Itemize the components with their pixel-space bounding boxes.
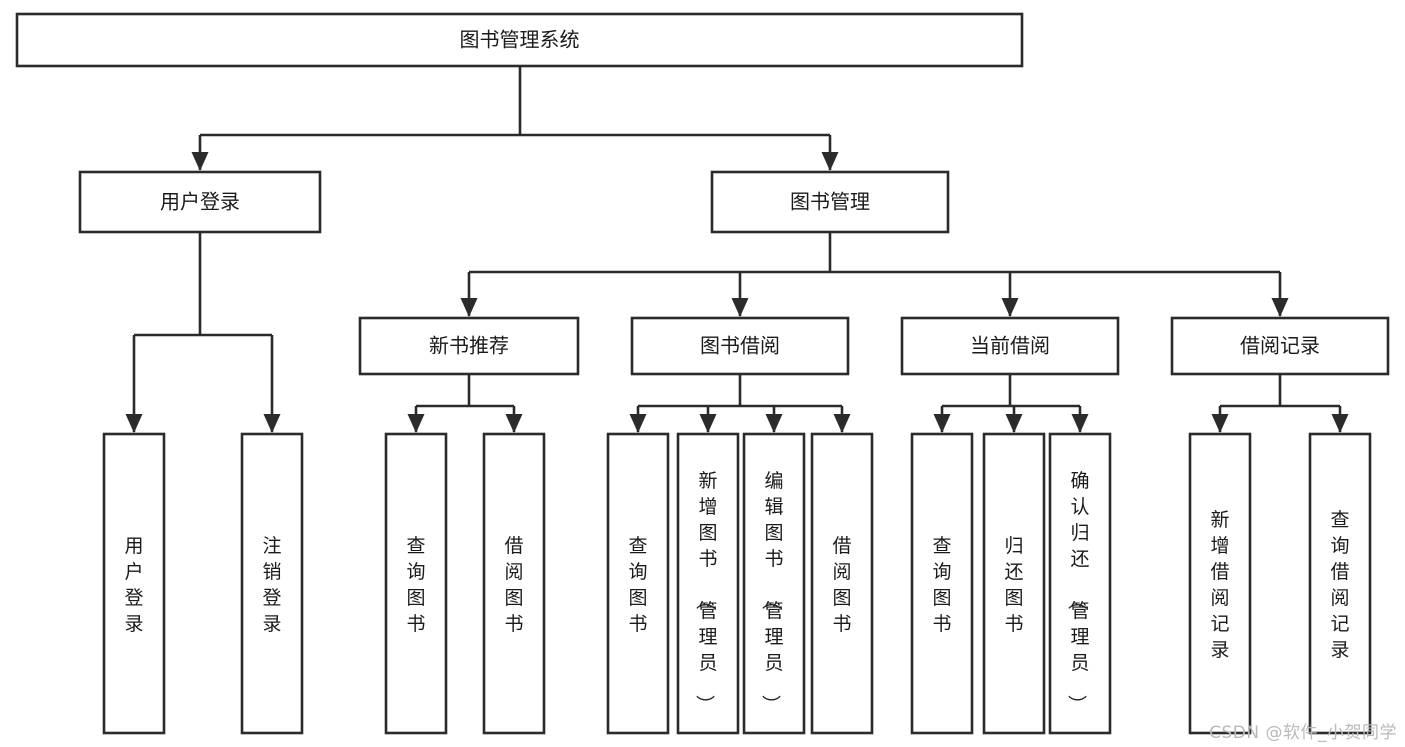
arrow-head-l2-1 [821,152,839,171]
node-box [1308,432,1372,735]
node-l3-2-当前借阅[interactable]: 当前借阅 [900,316,1120,376]
node-label: 当前借阅 [970,334,1050,358]
node-label: 新增借阅记录 [1210,509,1229,661]
node-leaf-4-查询图书[interactable]: 查询图书 [606,432,670,735]
node-l2-0-用户登录[interactable]: 用户登录 [78,170,322,234]
node-label: 新增图书（管理员） [693,470,717,714]
node-leaf-0-用户登录[interactable]: 用户登录 [102,432,166,735]
node-box [910,432,974,735]
node-label: 新书推荐 [429,334,509,358]
watermark-label: CSDN @软件_小贺同学 [1209,723,1397,743]
arrow-head-l3-3 [1271,298,1289,317]
arrow-head-leaf-2-1 [1005,414,1023,433]
node-box [900,316,1120,376]
node-box [742,432,806,735]
node-box [240,432,304,735]
connector-layer [125,66,1349,433]
node-box [384,432,448,735]
node-l2-1-图书管理[interactable]: 图书管理 [710,170,950,234]
node-leaf-9-归还图书[interactable]: 归还图书 [982,432,1046,735]
node-box [676,432,740,735]
node-label: 查询借阅记录 [1330,509,1349,661]
node-label: 注销登录 [262,535,281,635]
node-leaf-8-查询图书[interactable]: 查询图书 [910,432,974,735]
node-label: 查询图书 [406,535,425,635]
node-label: 用户登录 [160,190,240,214]
node-leaf-5-新增图书管理员[interactable]: 新增图书（管理员） [676,432,740,735]
node-label: 用户登录 [124,535,143,635]
node-box [102,432,166,735]
node-label: 归还图书 [1004,535,1023,635]
node-leaf-1-注销登录[interactable]: 注销登录 [240,432,304,735]
arrow-head-leaf-0-0 [407,414,425,433]
node-box [482,432,546,735]
node-box [15,12,1024,68]
arrow-head-l2-0 [191,152,209,171]
node-l3-0-新书推荐[interactable]: 新书推荐 [358,316,580,376]
arrow-head-leaf-2-0 [933,414,951,433]
node-leaf-3-借阅图书[interactable]: 借阅图书 [482,432,546,735]
arrow-head-l3-2 [1001,298,1019,317]
node-leaf-6-编辑图书管理员[interactable]: 编辑图书（管理员） [742,432,806,735]
node-box [982,432,1046,735]
node-label: 确认归还（管理员） [1065,470,1089,714]
node-box [1188,432,1252,735]
node-l3-3-借阅记录[interactable]: 借阅记录 [1170,316,1390,376]
arrow-head-l3-1 [731,298,749,317]
node-l3-1-图书借阅[interactable]: 图书借阅 [630,316,850,376]
node-label: 编辑图书（管理员） [759,470,783,714]
node-leaf-7-借阅图书[interactable]: 借阅图书 [810,432,874,735]
arrow-head-leaf-1-1 [699,414,717,433]
node-label: 图书借阅 [700,334,780,358]
arrow-head-l3-0 [460,298,478,317]
node-box [1048,432,1112,735]
node-label: 查询图书 [628,535,647,635]
node-label: 借阅图书 [504,535,523,635]
arrow-head-leaf-3-1 [1331,414,1349,433]
arrow-head-leaf-0-1 [505,414,523,433]
arrow-head-leaf-2-2 [1071,414,1089,433]
node-leaf-10-确认归还管理员[interactable]: 确认归还（管理员） [1048,432,1112,735]
node-box [606,432,670,735]
node-box [78,170,322,234]
node-layer: 图书管理系统用户登录图书管理新书推荐图书借阅当前借阅借阅记录用户登录注销登录查询… [15,12,1390,735]
arrow-head-leaf-1-2 [765,414,783,433]
node-label: 查询图书 [932,535,951,635]
node-label: 借阅记录 [1240,334,1320,358]
arrow-head-leaf-1-0 [629,414,647,433]
arrow-head-login-leaf-0 [125,414,143,433]
node-label: 图书管理 [790,190,870,214]
arrow-head-leaf-1-3 [833,414,851,433]
node-box [630,316,850,376]
node-leaf-2-查询图书[interactable]: 查询图书 [384,432,448,735]
node-box [710,170,950,234]
arrow-head-leaf-3-0 [1211,414,1229,433]
node-leaf-11-新增借阅记录[interactable]: 新增借阅记录 [1188,432,1252,735]
node-root-0-图书管理系统[interactable]: 图书管理系统 [15,12,1024,68]
arrow-head-login-leaf-1 [263,414,281,433]
node-box [810,432,874,735]
node-leaf-12-查询借阅记录[interactable]: 查询借阅记录 [1308,432,1372,735]
node-label: 图书管理系统 [460,28,580,52]
node-box [1170,316,1390,376]
node-label: 借阅图书 [832,535,851,635]
node-box [358,316,580,376]
